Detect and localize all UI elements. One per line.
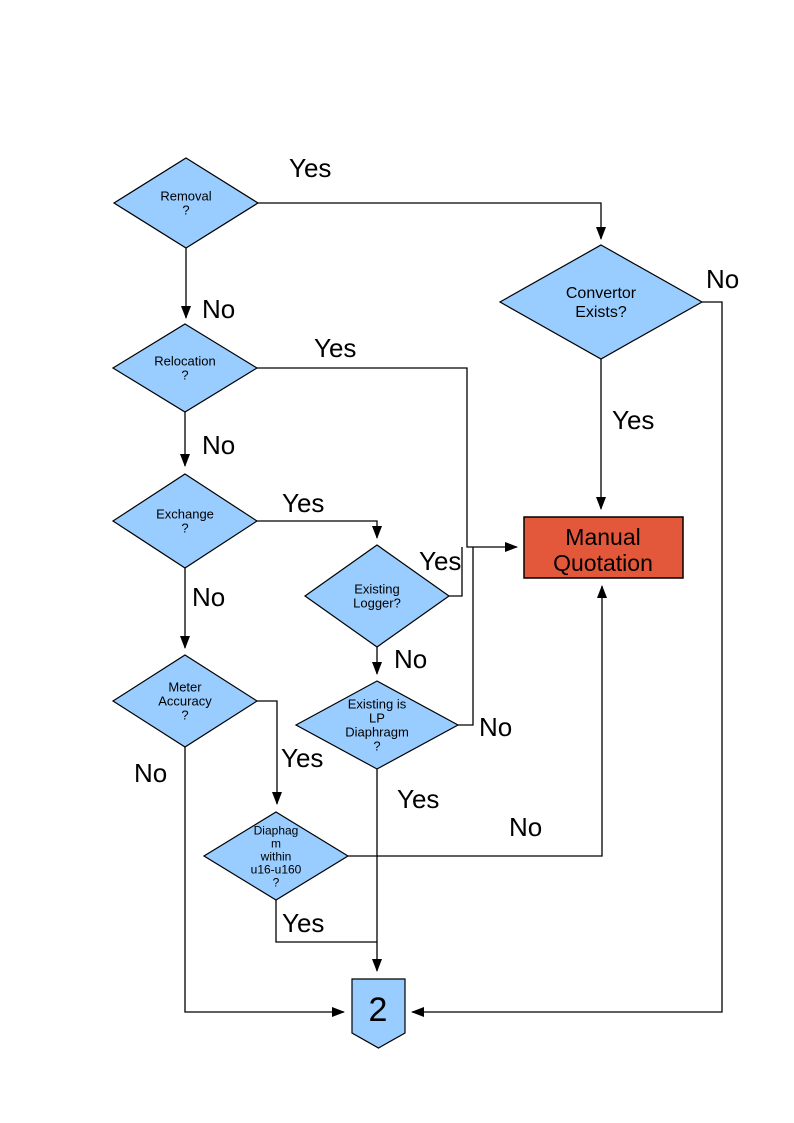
manual-quotation-label-line2: Quotation — [553, 550, 653, 576]
diaphragm-range-label-line2: m — [271, 837, 281, 851]
edge-label-relocation-no: No — [202, 430, 235, 460]
exchange-diamond — [111, 473, 259, 569]
edge-label-existing-logger-no: No — [394, 644, 427, 674]
edge-label-convertor-no: No — [706, 264, 739, 294]
offpage-connector-shape — [351, 978, 406, 1049]
edge-label-diaphragm-no: No — [509, 812, 542, 842]
node-manual-quotation: Manual Quotation — [523, 516, 684, 579]
node-removal: Removal ? — [112, 157, 260, 249]
lp-diaphragm-label-line2: LP — [369, 711, 385, 726]
edge-meter-accuracy-yes-to-diaphragm — [257, 700, 282, 805]
node-existing-lp-diaphragm: Existing is LP Diaphragm ? — [294, 680, 460, 770]
diaphragm-range-label-line5: ? — [273, 876, 280, 890]
edge-label-meter-accuracy-no: No — [134, 758, 167, 788]
existing-logger-label-line1: Existing — [354, 582, 400, 597]
exchange-label-line1: Exchange — [156, 507, 214, 522]
diaphragm-within-range-diamond — [202, 811, 350, 901]
node-offpage-connector-2: 2 — [351, 978, 406, 1049]
diaphragm-range-label-line3: within — [260, 850, 292, 864]
edge-label-lp-diaphragm-yes: Yes — [397, 784, 439, 814]
meter-accuracy-diamond — [111, 654, 259, 748]
edge-meter-accuracy-no-to-connector — [184, 747, 345, 1017]
edge-label-diaphragm-yes: Yes — [282, 908, 324, 938]
existing-logger-label-line2: Logger? — [353, 596, 401, 611]
convertor-exists-label-line1: Convertor — [566, 285, 637, 302]
meter-accuracy-label-line2: Accuracy — [158, 694, 212, 709]
edge-removal-yes-to-convertor — [258, 202, 606, 240]
edge-diaphragm-yes-to-connector — [275, 900, 377, 943]
edge-relocation-yes-to-manual-quotation — [257, 367, 518, 552]
node-diaphragm-within-range: Diaphag m within u16-u160 ? — [202, 811, 350, 901]
existing-lp-diaphragm-diamond — [294, 680, 460, 770]
relocation-label-line1: Relocation — [154, 354, 215, 369]
relocation-diamond — [111, 323, 259, 413]
edge-label-meter-accuracy-yes: Yes — [281, 743, 323, 773]
edge-label-exchange-yes: Yes — [282, 488, 324, 518]
removal-label-line1: Removal — [160, 189, 211, 204]
diaphragm-range-label-line1: Diaphag — [254, 824, 299, 838]
edge-existing-logger-yes-to-manual-quotation — [449, 547, 463, 597]
node-meter-accuracy: Meter Accuracy ? — [111, 654, 259, 748]
lp-diaphragm-label-line1: Existing is — [348, 697, 407, 712]
offpage-connector-label: 2 — [369, 991, 388, 1029]
existing-logger-diamond — [303, 544, 451, 648]
edge-convertor-no-to-connector — [411, 301, 723, 1017]
node-existing-logger: Existing Logger? — [303, 544, 451, 648]
removal-label-line2: ? — [182, 203, 189, 218]
convertor-exists-label-line2: Exists? — [575, 304, 627, 321]
diaphragm-range-label-line4: u16-u160 — [251, 863, 302, 877]
edge-diaphragm-no-to-manual-quotation — [347, 585, 607, 857]
relocation-label-line2: ? — [181, 368, 188, 383]
exchange-label-line2: ? — [181, 521, 188, 536]
edge-exchange-yes-to-existing-logger — [257, 520, 382, 539]
edge-labels: Yes No Yes No Yes No Yes No No Yes Yes N… — [134, 153, 739, 938]
edge-lp-diaphragm-no-to-manual-quotation — [458, 547, 474, 726]
manual-quotation-label-line1: Manual — [565, 524, 640, 550]
edge-label-lp-diaphragm-no: No — [479, 712, 512, 742]
meter-accuracy-label-line1: Meter — [168, 680, 202, 695]
convertor-exists-diamond — [498, 244, 704, 360]
edges — [180, 202, 723, 1017]
edge-label-removal-no: No — [202, 294, 235, 324]
manual-quotation-box — [523, 516, 684, 579]
edge-label-existing-logger-yes: Yes — [419, 546, 461, 576]
removal-diamond — [112, 157, 260, 249]
node-exchange: Exchange ? — [111, 473, 259, 569]
edge-label-removal-yes: Yes — [289, 153, 331, 183]
node-convertor-exists: Convertor Exists? — [498, 244, 704, 360]
lp-diaphragm-label-line4: ? — [373, 739, 380, 754]
edge-label-exchange-no: No — [192, 582, 225, 612]
node-relocation: Relocation ? — [111, 323, 259, 413]
edge-label-convertor-yes: Yes — [612, 405, 654, 435]
meter-accuracy-label-line3: ? — [181, 708, 188, 723]
lp-diaphragm-label-line3: Diaphragm — [345, 725, 409, 740]
edge-label-relocation-yes: Yes — [314, 333, 356, 363]
